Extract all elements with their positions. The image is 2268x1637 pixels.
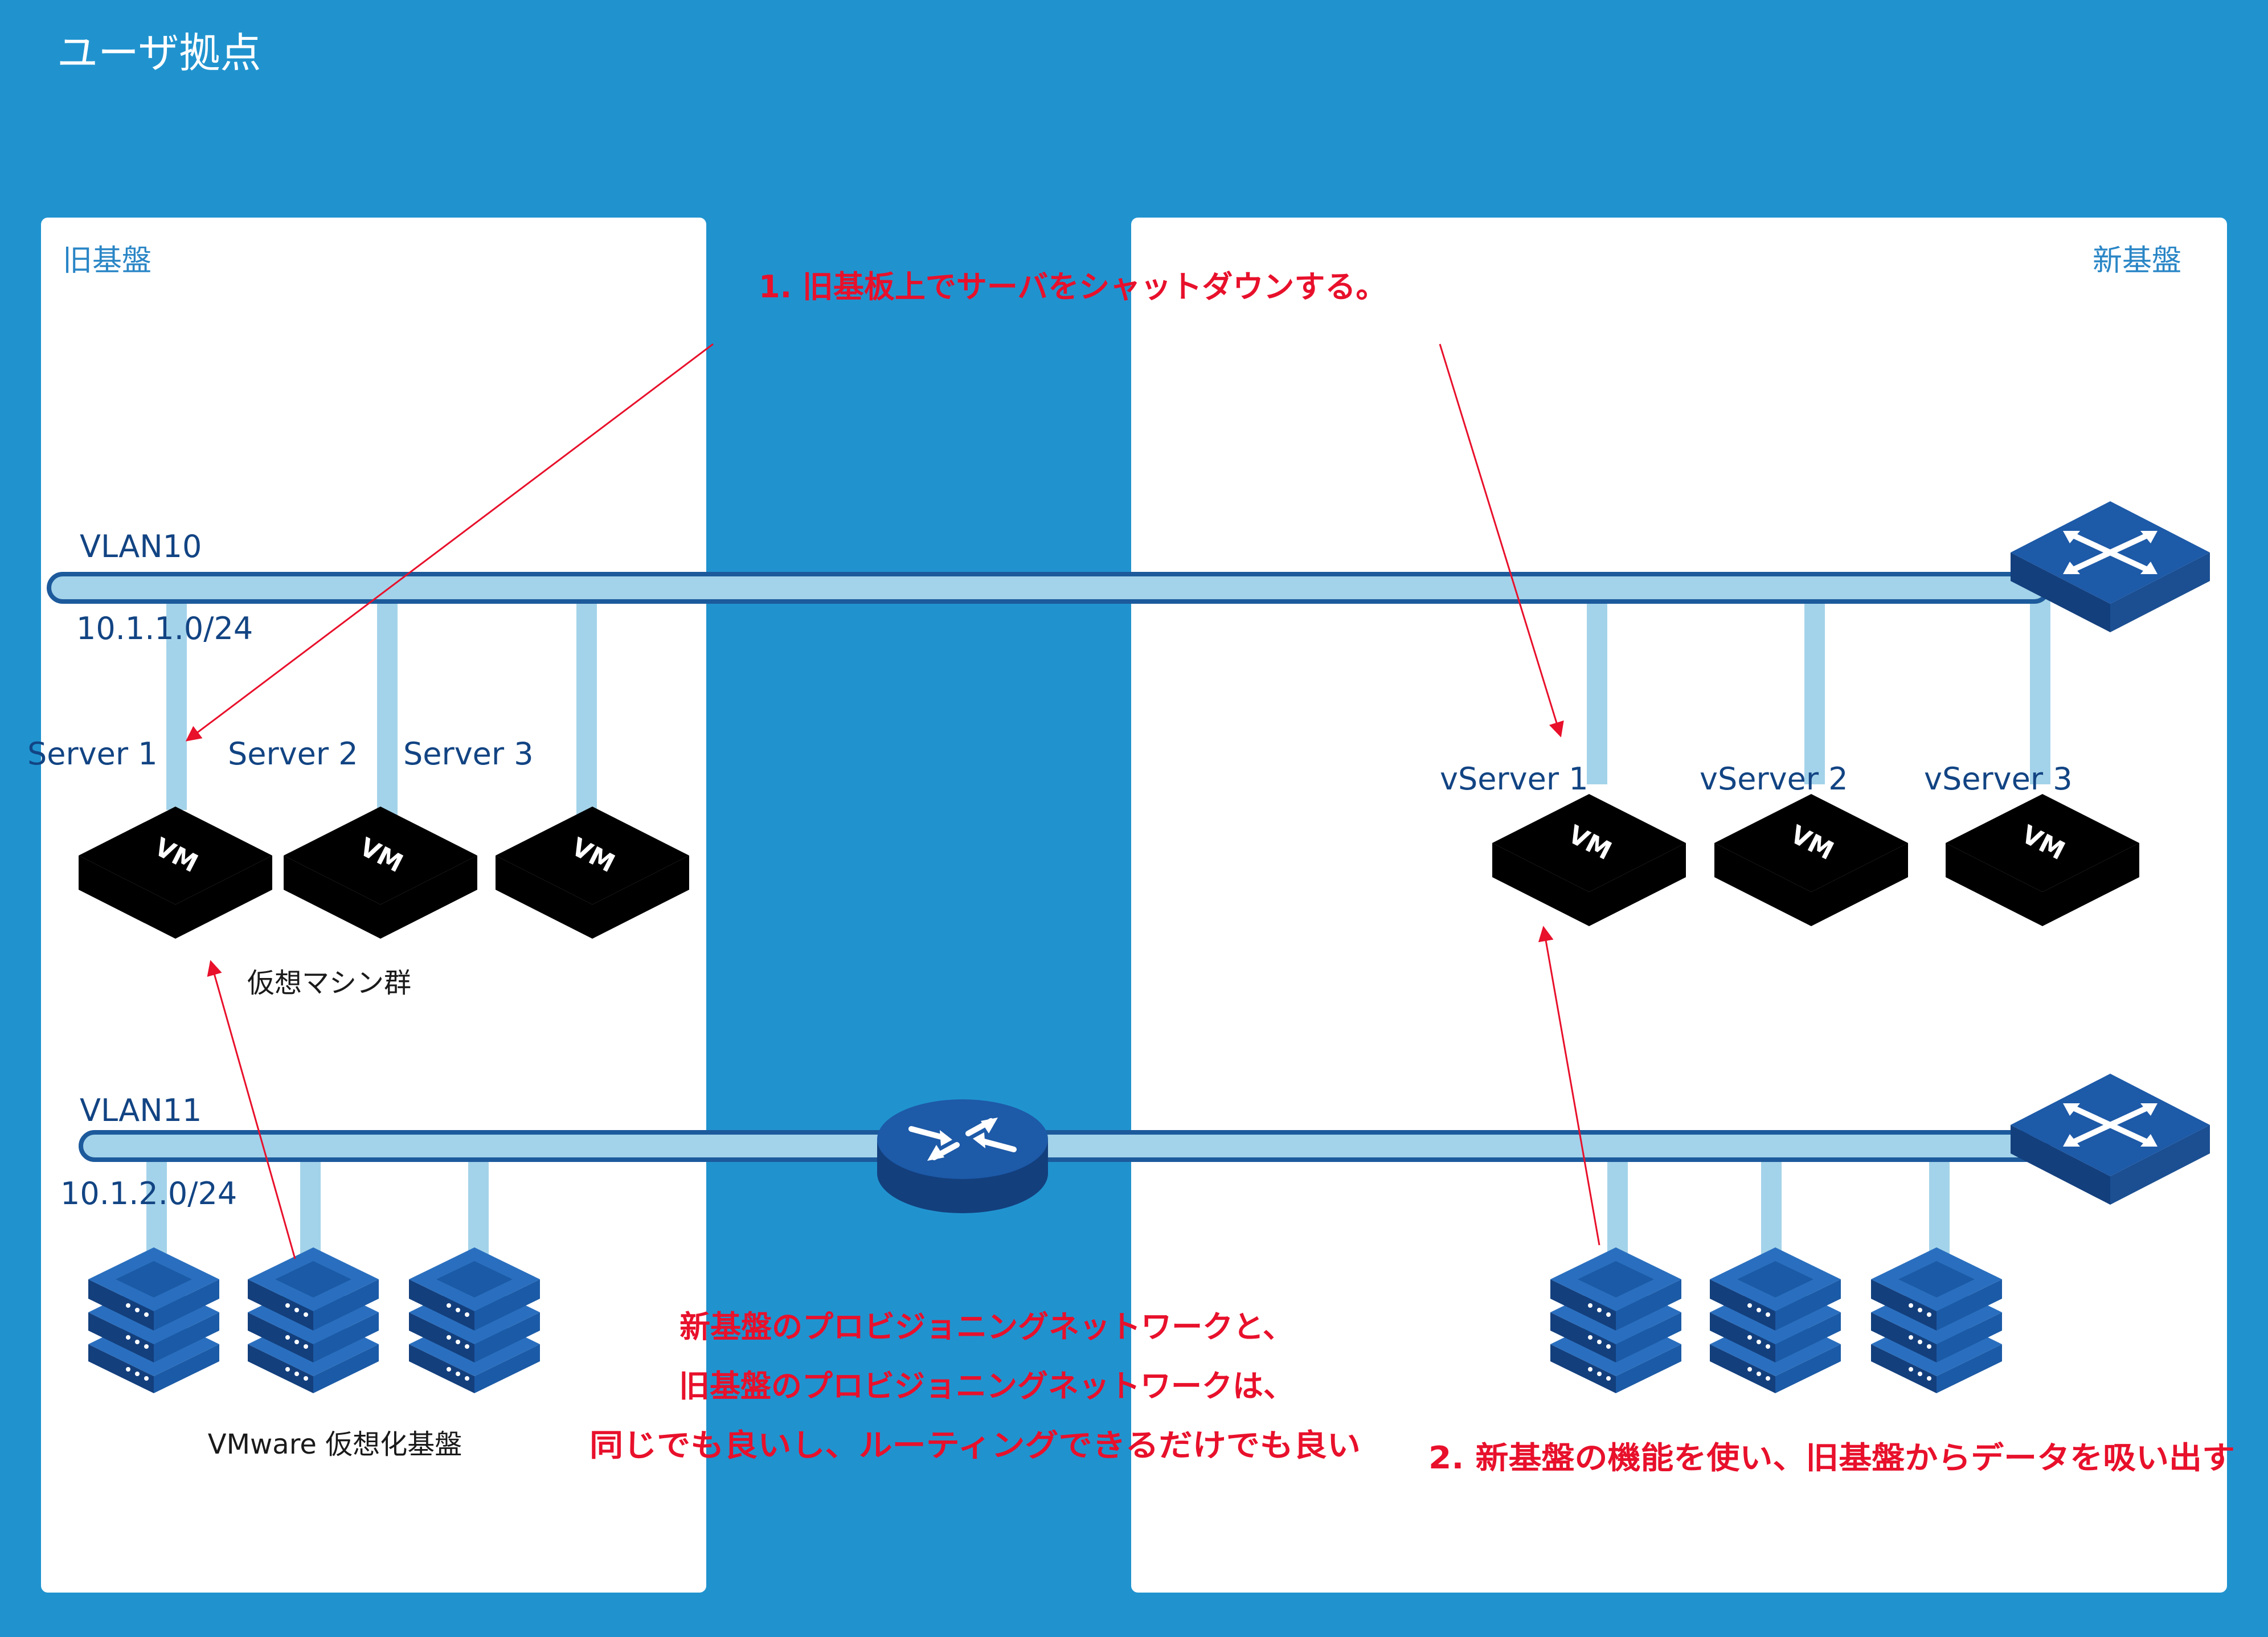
vserver-2-label: vServer 2 — [1700, 761, 1848, 797]
drop-new-host-3 — [1929, 1153, 1950, 1267]
step1-annotation: 1. 旧基板上でサーバをシャットダウンする。 — [759, 269, 1386, 305]
step2-annotation: 2. 新基盤の機能を使い、旧基盤からデータを吸い出す — [1428, 1440, 2235, 1476]
arrow-step2-new-host-to-vm — [1538, 926, 1600, 1246]
server-1-label: Server 1 — [27, 736, 158, 772]
vm-group-label: 仮想マシン群 — [247, 967, 411, 999]
arrow-old-host-to-vm — [207, 960, 296, 1259]
router-icon — [877, 1099, 1048, 1213]
vserver-3-label: vServer 3 — [1924, 761, 2073, 797]
arrow-step1-new-vserver — [1439, 343, 1564, 738]
server-2-label: Server 2 — [228, 736, 358, 772]
network-note-line-2: 旧基盤のプロビジョニングネットワークは、 — [679, 1368, 1294, 1404]
old-platform-label: 旧基盤 — [63, 244, 152, 278]
vlan11-bar — [79, 1130, 2050, 1162]
drop-server-3 — [576, 588, 597, 827]
drop-vserver-2 — [1804, 588, 1825, 784]
annotation-arrows — [185, 343, 1600, 1259]
site-title: ユーザ拠点 — [57, 29, 261, 77]
drop-host-1 — [146, 1153, 167, 1267]
drop-host-2 — [300, 1153, 321, 1267]
new-platform-panel — [1131, 218, 2227, 1593]
drop-server-2 — [377, 588, 398, 818]
drop-new-host-1 — [1607, 1153, 1628, 1267]
network-note-line-3: 同じでも良いし、ルーティングできるだけでも良い — [589, 1427, 1361, 1463]
drop-vserver-3 — [2030, 588, 2050, 784]
arrow-step1-old-server — [185, 343, 714, 742]
vlan11-subnet: 10.1.2.0/24 — [60, 1176, 237, 1212]
server-3-label: Server 3 — [403, 736, 534, 772]
vlan10-label: VLAN10 — [80, 529, 202, 564]
vlan10-drops — [166, 588, 2050, 827]
vserver-1-label: vServer 1 — [1440, 761, 1589, 797]
drop-host-3 — [468, 1153, 489, 1267]
vlan11-drops — [146, 1153, 1950, 1267]
vlan10-subnet: 10.1.1.0/24 — [76, 611, 253, 646]
new-platform-label: 新基盤 — [2093, 244, 2181, 278]
drop-new-host-2 — [1761, 1153, 1782, 1267]
network-note-line-1: 新基盤のプロビジョニングネットワークと、 — [679, 1309, 1293, 1345]
drop-server-1 — [166, 588, 187, 810]
vlan11-label: VLAN11 — [80, 1092, 202, 1128]
host-platform-label: VMware 仮想化基盤 — [208, 1429, 462, 1460]
vlan10-bar — [47, 572, 2050, 604]
drop-vserver-1 — [1587, 588, 1607, 784]
